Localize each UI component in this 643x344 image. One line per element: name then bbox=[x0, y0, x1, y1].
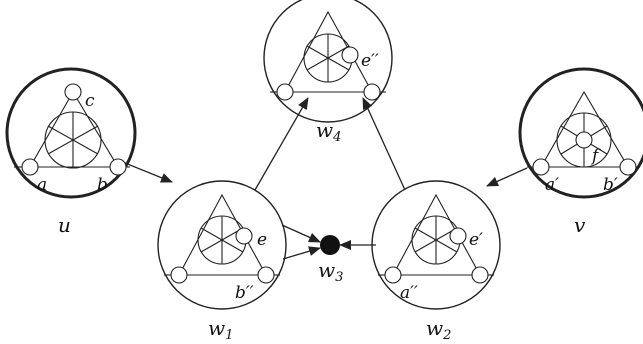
point-label-e-w1: e bbox=[257, 230, 267, 250]
vertex-w2: e′ a′′ bbox=[371, 180, 501, 310]
vertex-w2-boundary bbox=[371, 180, 501, 310]
vertex-w4-boundary bbox=[263, 0, 393, 123]
point-label-a-double-prime: a′′ bbox=[400, 283, 418, 303]
edge-w1-w4 bbox=[254, 97, 309, 191]
edge-w1-w3-upper bbox=[281, 224, 321, 243]
edge-v-w2 bbox=[486, 167, 528, 187]
vertex-u: c a b bbox=[5, 67, 137, 199]
point-label-c: c bbox=[85, 91, 95, 111]
point-label-a-prime: a′ bbox=[545, 175, 559, 195]
point-label-f: f bbox=[590, 146, 601, 166]
vertex-w3 bbox=[320, 235, 340, 255]
point-label-e-double-prime: e′′ bbox=[361, 51, 379, 71]
vertex-label-w3: w3 bbox=[318, 258, 343, 285]
point-label-a: a bbox=[37, 175, 47, 195]
vertex-u-boundary bbox=[5, 67, 137, 199]
point-label-b-prime: b′ bbox=[603, 175, 618, 195]
edge-w1-w3-lower bbox=[282, 246, 321, 260]
vertex-label-w2: w2 bbox=[426, 316, 451, 343]
vertex-w4: e′′ bbox=[263, 0, 393, 123]
vertex-v-boundary bbox=[518, 67, 643, 199]
vertex-label-v: v bbox=[574, 213, 586, 237]
vertex-label-u: u bbox=[58, 213, 71, 237]
edges bbox=[124, 97, 528, 260]
point-label-b-double-prime: b′′ bbox=[235, 283, 254, 303]
vertex-label-w1: w1 bbox=[208, 316, 233, 343]
vertex-v: f a′ b′ bbox=[518, 67, 643, 199]
point-label-e-prime: e′ bbox=[469, 230, 483, 250]
edge-u-w1 bbox=[124, 162, 173, 183]
edge-w2-w4 bbox=[362, 97, 406, 191]
point-label-b: b bbox=[97, 175, 108, 195]
vertex-w1: e b′′ bbox=[157, 180, 287, 310]
vertex-w3-dot bbox=[320, 235, 340, 255]
vertex-label-w4: w4 bbox=[316, 118, 341, 145]
vertex-w1-boundary bbox=[157, 180, 287, 310]
